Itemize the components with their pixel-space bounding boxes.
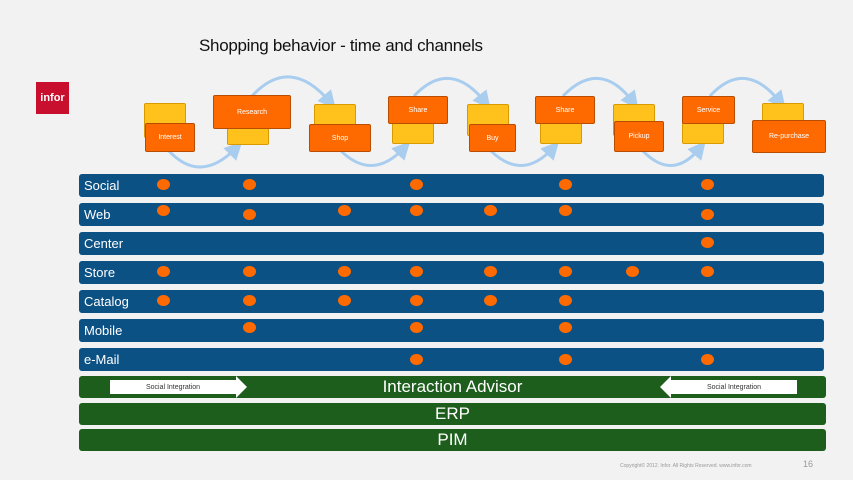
channel-label: e-Mail	[84, 352, 120, 367]
touchpoint-dot	[410, 322, 423, 333]
touchpoint-dot	[484, 295, 497, 306]
channel-row-catalog: Catalog	[79, 290, 824, 313]
copyright-notice: Copyright© 2012. Infor. All Rights Reser…	[620, 463, 752, 469]
stage-interest: Interest	[145, 123, 195, 152]
stage-pickup: Pickup	[614, 121, 664, 152]
stage-service: Service	[682, 96, 735, 124]
interaction-advisor-label: Interaction Advisor	[382, 377, 523, 396]
stage-research: Research	[213, 95, 291, 129]
channel-row-store: Store	[79, 261, 824, 284]
social-integration-left-label: Social Integration	[110, 380, 236, 394]
touchpoint-dot	[243, 295, 256, 306]
touchpoint-dot	[559, 322, 572, 333]
touchpoint-dot	[410, 295, 423, 306]
touchpoint-dot	[559, 354, 572, 365]
touchpoint-dot	[157, 205, 170, 216]
touchpoint-dot	[559, 179, 572, 190]
social-integration-left-arrow: Social Integration	[110, 376, 247, 398]
channel-label: Catalog	[84, 294, 129, 309]
touchpoint-dot	[338, 295, 351, 306]
slide-title: Shopping behavior - time and channels	[199, 36, 483, 55]
touchpoint-dot	[338, 205, 351, 216]
touchpoint-dot	[559, 295, 572, 306]
touchpoint-dot	[243, 322, 256, 333]
social-integration-right-arrow: Social Integration	[660, 376, 797, 398]
page-number: 16	[803, 459, 814, 469]
channel-label: Mobile	[84, 323, 123, 338]
erp-bar: ERP	[79, 403, 826, 425]
touchpoint-dot	[701, 237, 714, 248]
touchpoint-dot	[626, 266, 639, 277]
touchpoint-dot	[559, 266, 572, 277]
touchpoint-dot	[157, 295, 170, 306]
touchpoint-dot	[243, 266, 256, 277]
touchpoint-dot	[410, 266, 423, 277]
touchpoint-dot	[243, 209, 256, 220]
touchpoint-dot	[484, 205, 497, 216]
channel-label: Social	[84, 178, 120, 193]
channel-row-email: e-Mail	[79, 348, 824, 371]
channel-label: Center	[84, 236, 124, 251]
touchpoint-dot	[410, 354, 423, 365]
touchpoint-dot	[559, 205, 572, 216]
touchpoint-dot	[701, 266, 714, 277]
channel-row-center: Center	[79, 232, 824, 255]
stage-share-2: Share	[535, 96, 595, 124]
channel-row-social: Social	[79, 174, 824, 197]
stage-re-purchase: Re-purchase	[752, 120, 826, 153]
touchpoint-dot	[410, 205, 423, 216]
touchpoint-dot	[157, 266, 170, 277]
social-integration-right-label: Social Integration	[671, 380, 797, 394]
touchpoint-dot	[157, 179, 170, 190]
stage-buy: Buy	[469, 124, 516, 152]
channel-row-mobile: Mobile	[79, 319, 824, 342]
pim-bar: PIM	[79, 429, 826, 451]
touchpoint-dot	[243, 179, 256, 190]
channel-label: Web	[84, 207, 111, 222]
infor-logo: infor	[36, 82, 69, 114]
touchpoint-dot	[484, 266, 497, 277]
erp-label: ERP	[435, 404, 470, 423]
channel-label: Store	[84, 265, 116, 280]
touchpoint-dot	[410, 179, 423, 190]
channel-row-web: Web	[79, 203, 824, 226]
stage-share-1: Share	[388, 96, 448, 124]
touchpoint-dot	[701, 354, 714, 365]
pim-label: PIM	[437, 430, 468, 449]
touchpoint-dot	[701, 179, 714, 190]
touchpoint-dot	[701, 209, 714, 220]
stage-shop: Shop	[309, 124, 371, 152]
touchpoint-dot	[338, 266, 351, 277]
interaction-advisor-bar: Interaction Advisor	[79, 376, 826, 398]
